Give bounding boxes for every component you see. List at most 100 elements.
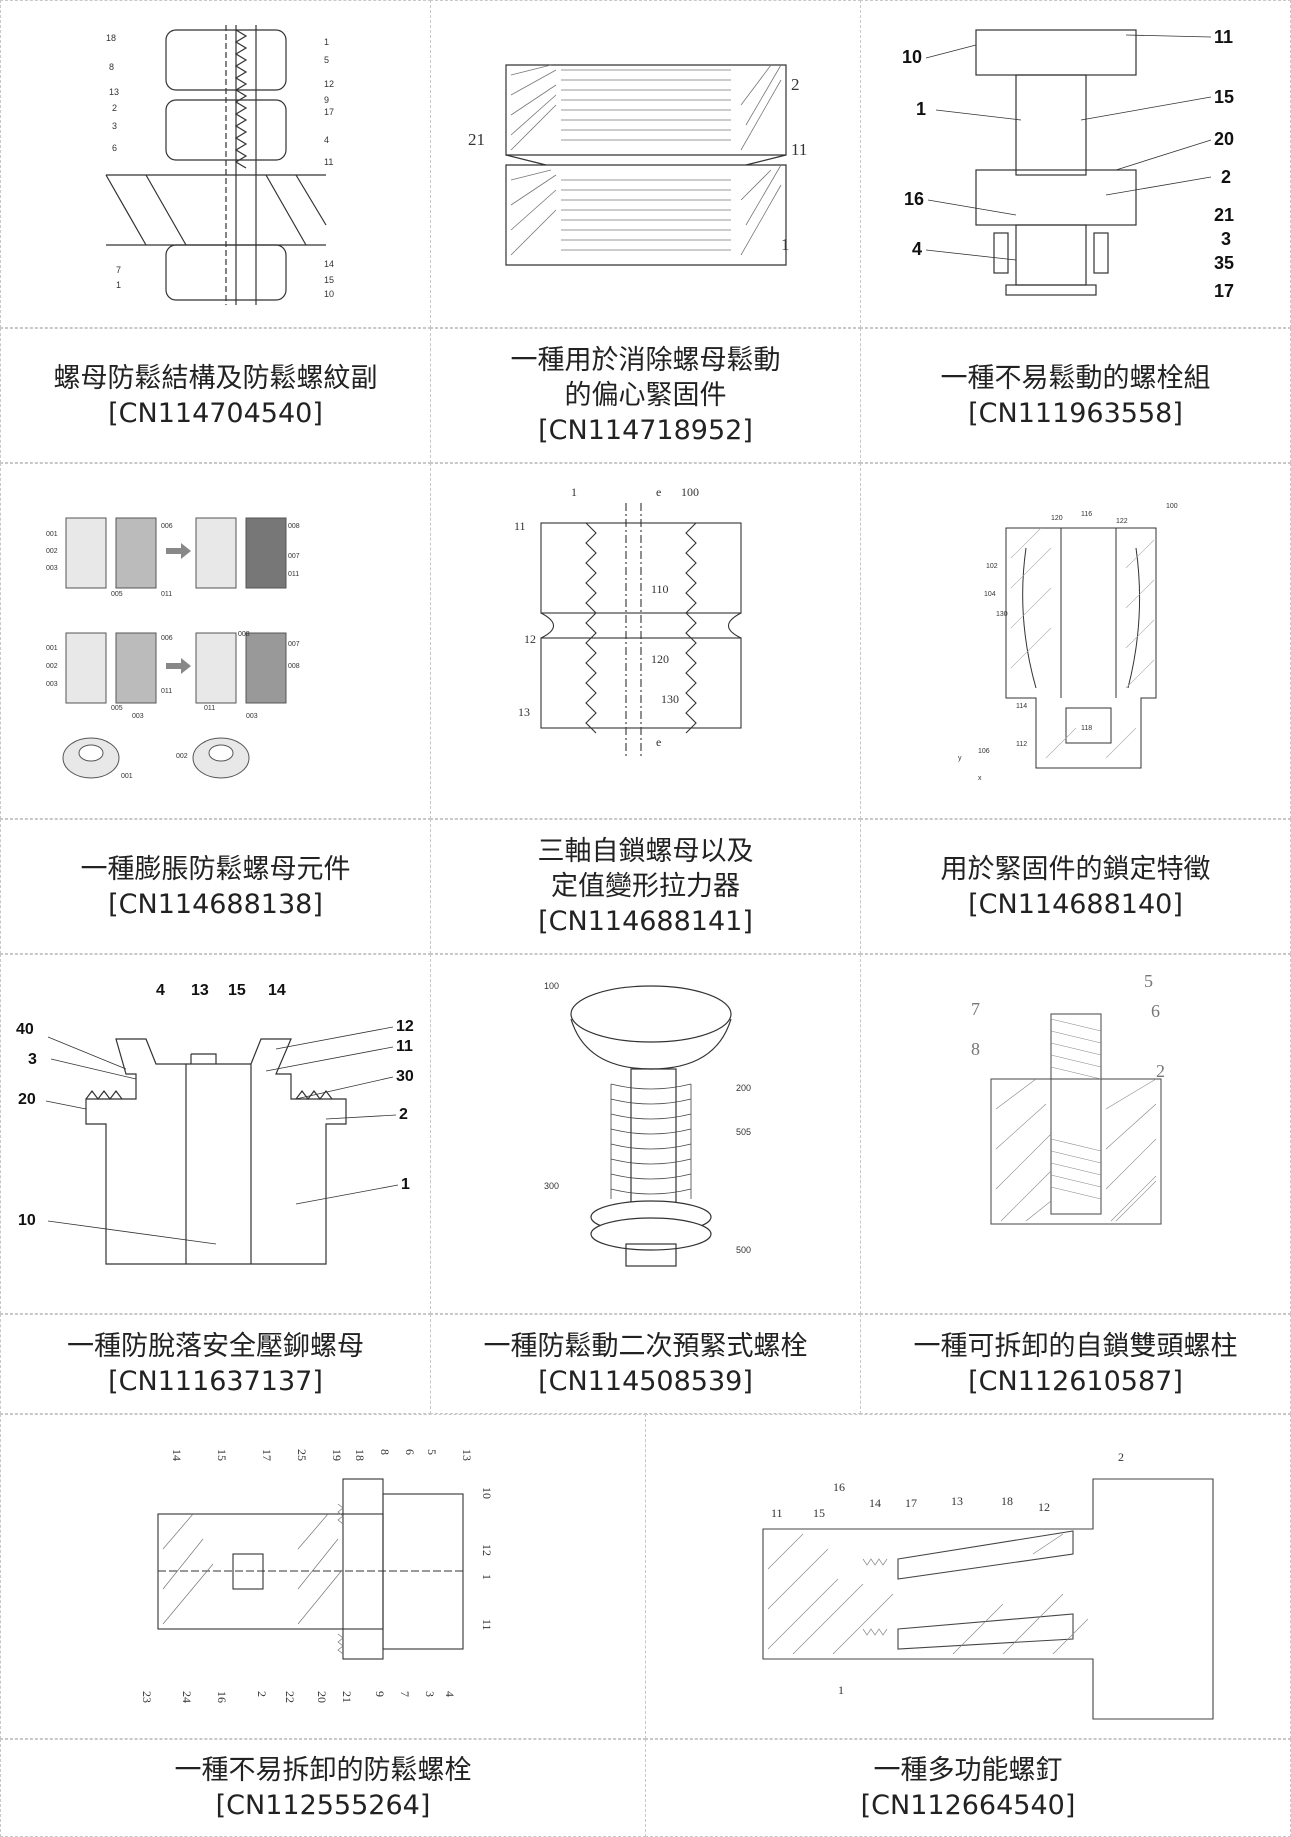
fig6-label: 122 [1116,518,1128,525]
anti-loosening-bolt-drawing: 15 17 25 19 18 8 6 5 13 10 14 12 1 11 23… [8,1419,638,1734]
fig4-label: 006 [161,635,173,642]
patent-id: [CN114688138] [108,887,323,922]
patent-id: [CN112555264] [216,1788,431,1823]
fig7-label: 3 [28,1051,37,1068]
fig1-label: 10 [324,289,334,299]
fig3-label: 4 [912,239,922,259]
double-end-stud-drawing: 5 7 6 8 2 [866,959,1286,1309]
fig1-label: 4 [324,135,329,145]
fig10-label: 9 [373,1691,387,1697]
patent-3-caption: 一種不易鬆動的螺栓組 [CN111963558] [860,328,1291,463]
fig6-label: 102 [986,563,998,570]
fig10-label: 6 [403,1449,417,1455]
eccentric-fastener-drawing: 2 21 11 1 [436,5,856,323]
fig11-label: 13 [951,1494,963,1508]
fig6-label: 130 [996,611,1008,618]
fig5-label: 120 [651,652,669,666]
fig9-label: 2 [1156,1061,1165,1081]
patent-id: [CN114508539] [538,1364,753,1399]
patent-title: 一種可拆卸的自鎖雙頭螺柱 [914,1329,1238,1364]
patent-5-caption: 三軸自鎖螺母以及 定值變形拉力器 [CN114688141] [430,819,861,954]
bolt-set-drawing: 11 10 1 15 20 2 16 21 4 3 35 17 [866,5,1286,323]
fig2-label: 21 [468,130,485,149]
fig10-label: 15 [215,1449,229,1461]
fig5-label: 13 [518,705,530,719]
fig6-label: 120 [1051,515,1063,522]
fig11-label: 15 [813,1506,825,1520]
fig6-label: 112 [1016,741,1027,748]
fig7-label: 10 [18,1212,36,1229]
patent-11-figure: 2 16 14 17 13 18 12 11 15 1 [645,1414,1291,1739]
fig1-label: 5 [324,55,329,65]
patent-7-figure: 4 13 15 14 40 3 20 12 11 30 2 1 10 [0,954,431,1314]
patent-title: 螺母防鬆結構及防鬆螺紋副 [54,361,378,396]
fig11-label: 1 [838,1683,844,1697]
fig7-label: 13 [191,982,209,999]
fig1-label: 17 [324,107,334,117]
fig3-label: 11 [1214,27,1233,47]
fig10-label: 7 [398,1691,412,1697]
fig2-label: 2 [791,75,800,94]
fig10-label: 18 [353,1449,367,1461]
fig7-label: 1 [401,1176,410,1193]
row-3-captions: 一種防脫落安全壓鉚螺母 [CN111637137] 一種防鬆動二次預緊式螺栓 [… [0,1314,1291,1414]
fig4-label: 002 [46,663,58,670]
fig1-label: 2 [112,103,117,113]
fig11-label: 18 [1001,1494,1013,1508]
fig7-label: 30 [396,1068,414,1085]
patent-8-caption: 一種防鬆動二次預緊式螺栓 [CN114508539] [430,1314,861,1414]
fig5-label: 110 [651,582,669,596]
fig6-label: x [978,775,982,782]
fig4-label: 003 [46,565,58,572]
patent-id: [CN114704540] [108,396,323,431]
fig10-label: 22 [283,1691,297,1703]
fig1-label: 15 [324,275,334,285]
triaxial-lock-nut-drawing: 1 100 11 110 12 120 13 130 e e [436,468,856,814]
patent-9-caption: 一種可拆卸的自鎖雙頭螺柱 [CN112610587] [860,1314,1291,1414]
fig10-label: 19 [330,1449,344,1461]
fig5-label: 1 [571,485,577,499]
fig8-label: 100 [544,981,559,991]
fig4-label: 001 [121,773,133,780]
patent-4-caption: 一種膨脹防鬆螺母元件 [CN114688138] [0,819,431,954]
fig9-label: 5 [1144,971,1153,991]
fig3-label: 21 [1214,205,1234,225]
patent-2-caption: 一種用於消除螺母鬆動 的偏心緊固件 [CN114718952] [430,328,861,463]
patent-title: 一種防脫落安全壓鉚螺母 [67,1329,364,1364]
fig1-label: 6 [112,143,117,153]
fig3-label: 2 [1221,167,1231,187]
fig7-label: 15 [228,982,246,999]
patent-11-caption: 一種多功能螺釘 [CN112664540] [645,1739,1291,1837]
fig1-label: 1 [116,280,121,290]
patent-2-figure: 2 21 11 1 [430,0,861,328]
fig8-label: 505 [736,1127,751,1137]
fig10-label: 10 [480,1487,494,1499]
patent-id: [CN112610587] [968,1364,1183,1399]
fig7-label: 2 [399,1106,408,1123]
fig11-label: 16 [833,1480,845,1494]
fig6-label: 114 [1016,703,1027,710]
patent-7-caption: 一種防脫落安全壓鉚螺母 [CN111637137] [0,1314,431,1414]
fig7-label: 20 [18,1091,36,1108]
fig6-label: 100 [1166,503,1178,510]
fig2-label: 1 [781,235,790,254]
fig10-label: 13 [460,1449,474,1461]
fig3-label: 3 [1221,229,1231,249]
fig10-label: 3 [423,1691,437,1697]
fig5-label: 12 [524,632,536,646]
fig1-label: 12 [324,79,334,89]
fig4-label: 008 [238,631,250,638]
fig10-label: 11 [480,1619,494,1631]
patent-title: 三軸自鎖螺母以及 定值變形拉力器 [538,834,754,904]
patent-title: 一種膨脹防鬆螺母元件 [81,852,351,887]
fig10-label: 8 [378,1449,392,1455]
fig10-label: 21 [340,1691,354,1703]
fig6-label: 118 [1081,725,1092,732]
fig1-label: 8 [109,62,114,72]
fig8-label: 300 [544,1181,559,1191]
fig4-label: 001 [46,531,58,538]
fig7-label: 14 [268,982,286,999]
fig6-label: y [958,755,962,762]
fig10-label: 2 [255,1691,269,1697]
fig6-label: 104 [984,591,996,598]
